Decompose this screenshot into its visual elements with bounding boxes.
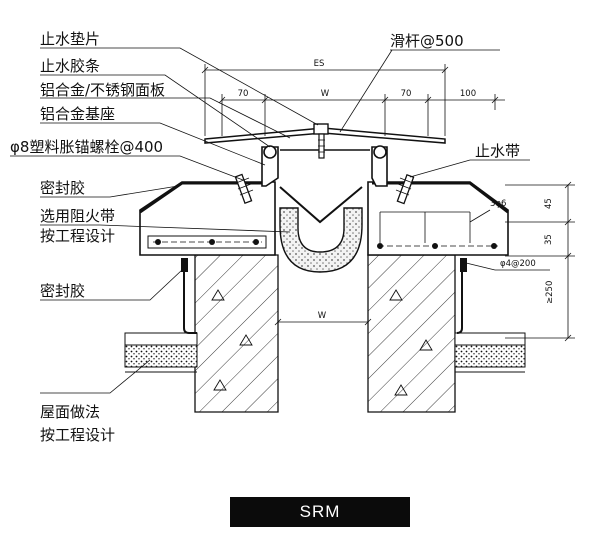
label-water-stop-strip: 止水胶条 xyxy=(40,57,100,75)
label-sealant-top: 密封胶 xyxy=(40,179,85,197)
label-sealant-bottom: 密封胶 xyxy=(40,282,85,300)
roof-left xyxy=(124,258,198,373)
aluminum-base-left xyxy=(261,145,279,187)
label-water-stop-pad: 止水垫片 xyxy=(40,30,100,48)
caption-text: SRM xyxy=(299,502,341,521)
left-curb xyxy=(139,181,276,256)
label-roof-1: 屋面做法 xyxy=(40,403,100,421)
anchor-bolt-left xyxy=(234,173,254,205)
dim-w-bottom: W xyxy=(318,311,327,321)
label-waterstop-band: 止水带 xyxy=(475,142,520,160)
roof-right xyxy=(454,258,526,373)
dim-es: ES xyxy=(314,59,325,69)
anchor-bolt-lower-right xyxy=(460,258,467,272)
label-base-seat: 铝合金基座 xyxy=(40,105,115,123)
dim-70-left: 70 xyxy=(238,89,249,99)
label-fire-band-2: 按工程设计 xyxy=(40,227,115,245)
right-wall xyxy=(367,254,456,413)
label-roof-2: 按工程设计 xyxy=(40,426,115,444)
dim-w-top: W xyxy=(321,89,330,99)
dim-35: 35 xyxy=(544,234,554,245)
dim-rebar-spacing: φ4@200 xyxy=(500,259,536,269)
anchor-bolt-lower-left xyxy=(181,258,188,272)
right-curb xyxy=(367,181,509,256)
dim-45: 45 xyxy=(544,198,554,209)
dim-rebar: 3φ6 xyxy=(490,199,506,209)
dimension-lines xyxy=(201,64,575,342)
caption-bar: SRM xyxy=(230,497,410,527)
dim-70-right: 70 xyxy=(401,89,412,99)
aluminum-base-right xyxy=(371,145,388,187)
cover-plate xyxy=(204,123,446,159)
anchor-bolt-right xyxy=(395,173,415,205)
leader-lines xyxy=(10,47,550,394)
label-cover-plate: 铝合金/不锈钢面板 xyxy=(40,81,165,99)
label-slide-bar: 滑杆@500 xyxy=(390,32,464,50)
fire-barrier xyxy=(279,207,363,273)
label-fire-band-1: 选用阻火带 xyxy=(40,207,115,225)
label-anchor-bolt: φ8塑料胀锚螺栓@400 xyxy=(10,138,163,156)
left-wall xyxy=(194,254,279,413)
dim-100: 100 xyxy=(460,89,476,99)
dim-250: ≥250 xyxy=(545,281,555,304)
